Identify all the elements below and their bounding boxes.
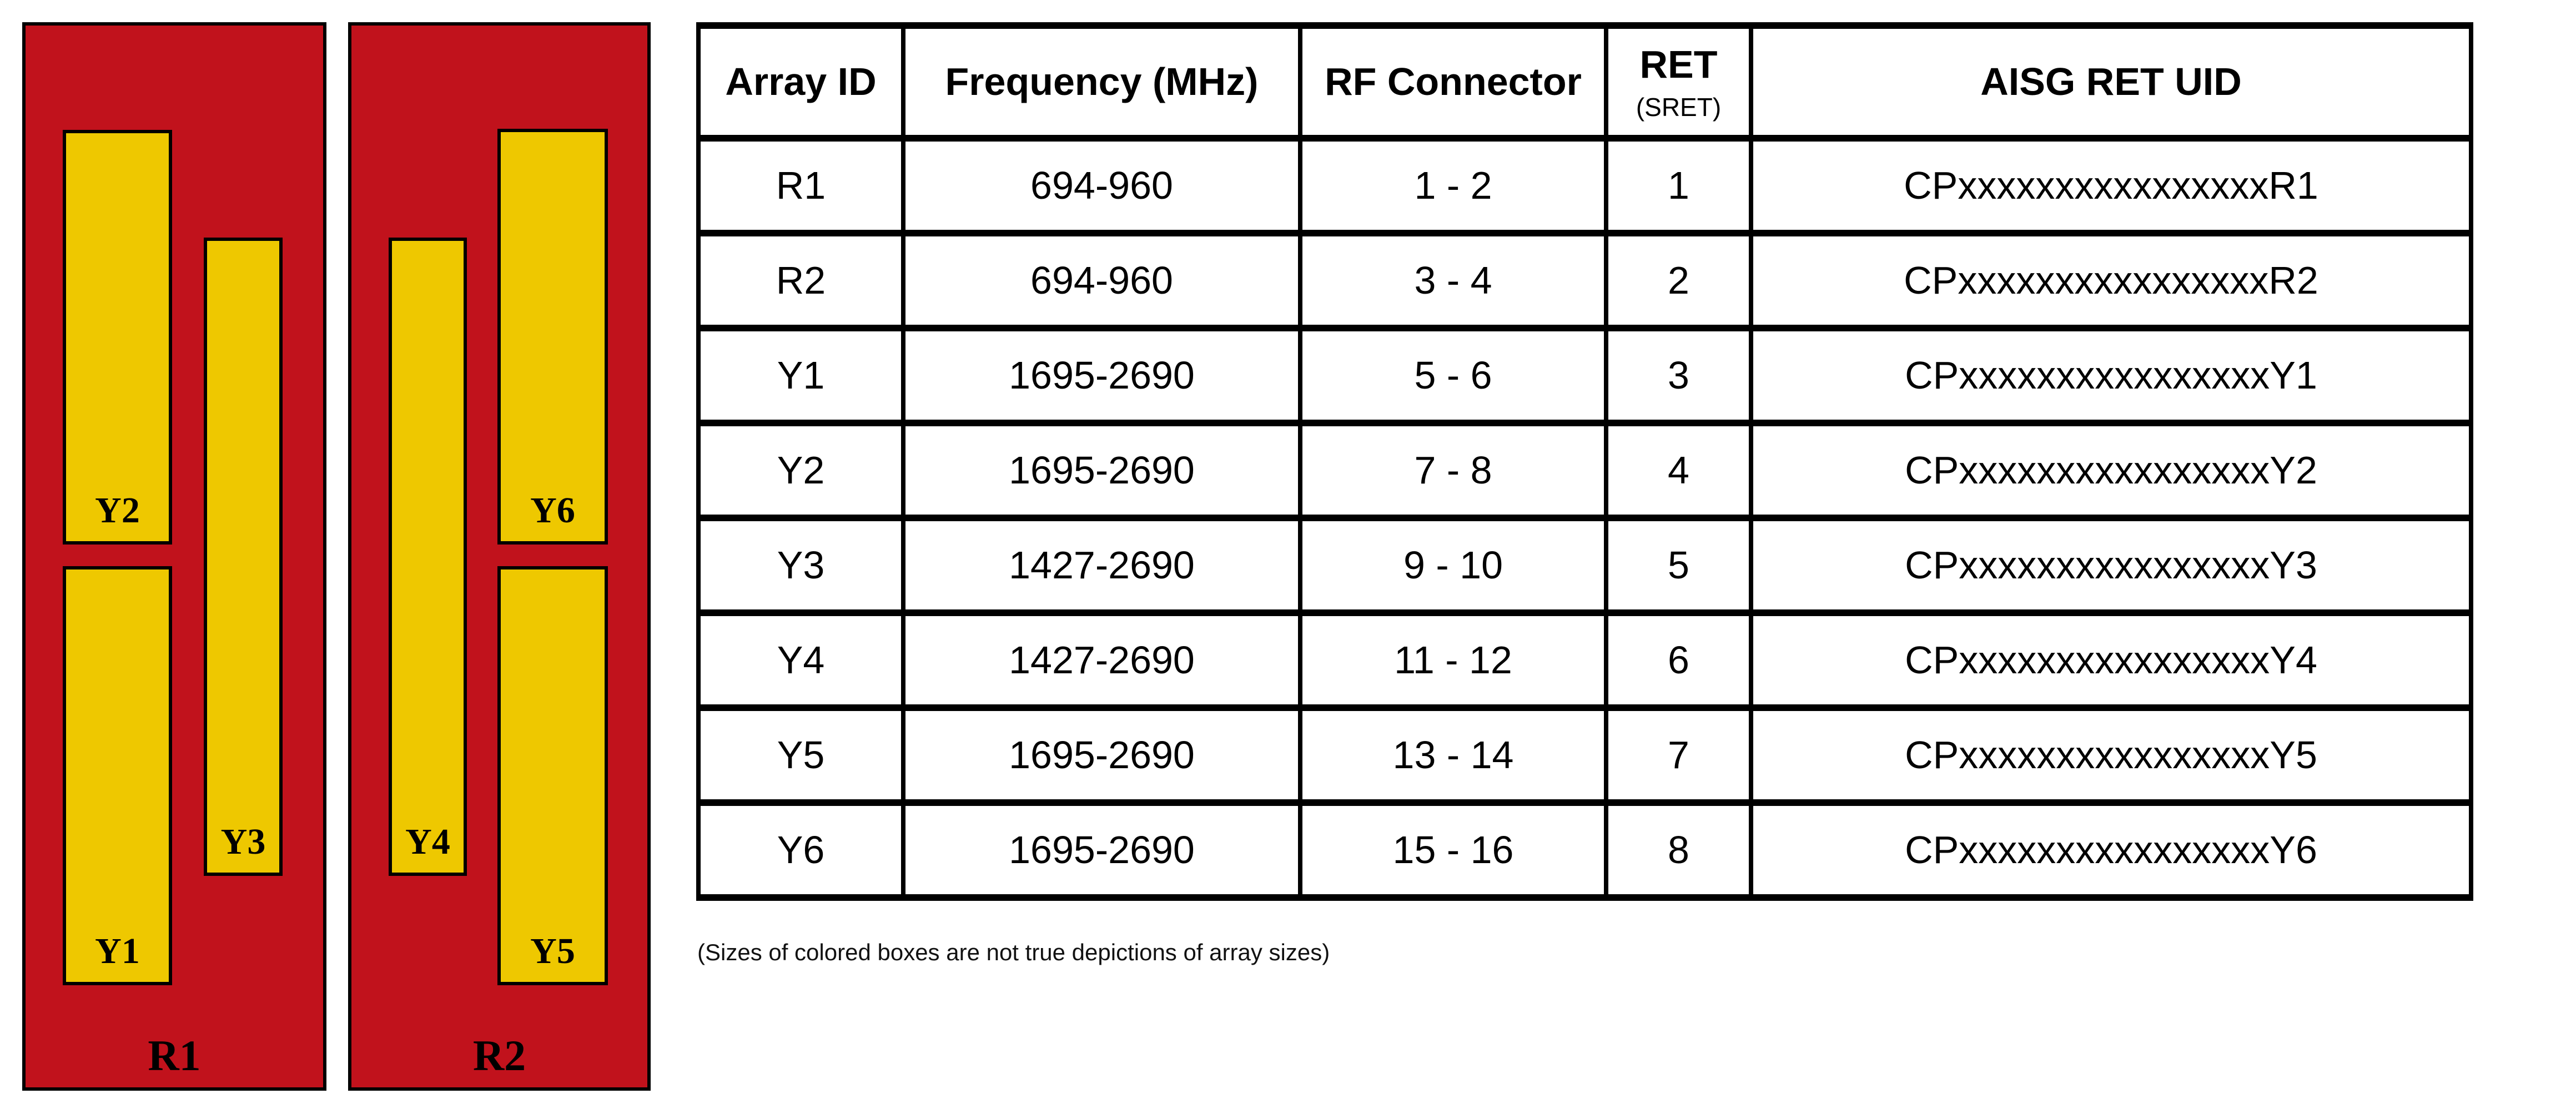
array-spec-table: Array ID Frequency (MHz) RF Connector RE… (696, 22, 2473, 901)
table-row: Y4 1427-2690 11 - 12 6 CPxxxxxxxxxxxxxxx… (696, 609, 2473, 711)
array-box-label: Y1 (95, 931, 140, 971)
rf-connector-cell: 11 - 12 (1298, 609, 1608, 711)
aisg-uid-cell: CPxxxxxxxxxxxxxxxxY4 (1749, 609, 2473, 711)
ret-cell: 2 (1604, 230, 1753, 331)
header-ret: RET (SRET) (1604, 22, 1753, 142)
frequency-cell: 1695-2690 (901, 799, 1302, 901)
antenna-panel-r1: Y2 Y1 Y3 R1 (22, 22, 326, 1091)
ret-cell: 5 (1604, 515, 1753, 616)
array-box-y4: Y4 (389, 238, 467, 876)
array-box-label: Y6 (530, 490, 575, 531)
aisg-uid-cell: CPxxxxxxxxxxxxxxxxR2 (1749, 230, 2473, 331)
table-row: R1 694-960 1 - 2 1 CPxxxxxxxxxxxxxxxxR1 (696, 135, 2473, 236)
rf-connector-cell: 7 - 8 (1298, 420, 1608, 521)
panel-label-r1: R1 (148, 1031, 201, 1080)
array-box-y1: Y1 (63, 566, 172, 985)
header-rf-connector: RF Connector (1298, 22, 1608, 142)
array-box-y6: Y6 (497, 129, 608, 545)
table-row: Y2 1695-2690 7 - 8 4 CPxxxxxxxxxxxxxxxxY… (696, 420, 2473, 521)
frequency-cell: 694-960 (901, 135, 1302, 236)
rf-connector-cell: 9 - 10 (1298, 515, 1608, 616)
array-id-cell: Y3 (696, 515, 905, 616)
frequency-cell: 694-960 (901, 230, 1302, 331)
table-row: Y5 1695-2690 13 - 14 7 CPxxxxxxxxxxxxxxx… (696, 704, 2473, 806)
rf-connector-cell: 3 - 4 (1298, 230, 1608, 331)
aisg-uid-cell: CPxxxxxxxxxxxxxxxxY3 (1749, 515, 2473, 616)
table-row: Y6 1695-2690 15 - 16 8 CPxxxxxxxxxxxxxxx… (696, 799, 2473, 901)
array-box-label: Y4 (405, 821, 450, 862)
table-row: Y3 1427-2690 9 - 10 5 CPxxxxxxxxxxxxxxxx… (696, 515, 2473, 616)
rf-connector-cell: 15 - 16 (1298, 799, 1608, 901)
array-box-label: Y2 (95, 490, 140, 531)
rf-connector-cell: 1 - 2 (1298, 135, 1608, 236)
table-header-row: Array ID Frequency (MHz) RF Connector RE… (696, 22, 2473, 142)
size-disclaimer-note: (Sizes of colored boxes are not true dep… (697, 939, 1330, 965)
array-box-y2: Y2 (63, 130, 172, 545)
frequency-cell: 1695-2690 (901, 420, 1302, 521)
aisg-uid-cell: CPxxxxxxxxxxxxxxxxR1 (1749, 135, 2473, 236)
frequency-cell: 1427-2690 (901, 515, 1302, 616)
ret-cell: 3 (1604, 325, 1753, 426)
panel-label-r2: R2 (472, 1031, 526, 1080)
frequency-cell: 1695-2690 (901, 325, 1302, 426)
array-box-label: Y5 (530, 931, 575, 971)
rf-connector-cell: 5 - 6 (1298, 325, 1608, 426)
table-row: R2 694-960 3 - 4 2 CPxxxxxxxxxxxxxxxxR2 (696, 230, 2473, 331)
ret-cell: 1 (1604, 135, 1753, 236)
ret-cell: 4 (1604, 420, 1753, 521)
aisg-uid-cell: CPxxxxxxxxxxxxxxxxY6 (1749, 799, 2473, 901)
array-id-cell: R1 (696, 135, 905, 236)
header-frequency: Frequency (MHz) (901, 22, 1302, 142)
array-id-cell: Y5 (696, 704, 905, 806)
ret-cell: 6 (1604, 609, 1753, 711)
antenna-panel-r2: Y4 Y6 Y5 R2 (348, 22, 651, 1091)
array-box-y3: Y3 (204, 238, 283, 876)
aisg-uid-cell: CPxxxxxxxxxxxxxxxxY1 (1749, 325, 2473, 426)
header-ret-main: RET (1639, 43, 1718, 86)
array-box-label: Y3 (220, 821, 266, 862)
header-array-id: Array ID (696, 22, 905, 142)
aisg-uid-cell: CPxxxxxxxxxxxxxxxxY5 (1749, 704, 2473, 806)
ret-cell: 7 (1604, 704, 1753, 806)
frequency-cell: 1695-2690 (901, 704, 1302, 806)
table-row: Y1 1695-2690 5 - 6 3 CPxxxxxxxxxxxxxxxxY… (696, 325, 2473, 426)
array-id-cell: Y1 (696, 325, 905, 426)
rf-connector-cell: 13 - 14 (1298, 704, 1608, 806)
frequency-cell: 1427-2690 (901, 609, 1302, 711)
array-id-cell: R2 (696, 230, 905, 331)
array-id-cell: Y2 (696, 420, 905, 521)
header-aisg-ret-uid: AISG RET UID (1749, 22, 2473, 142)
header-ret-sub: (SRET) (1636, 92, 1722, 122)
array-box-y5: Y5 (497, 566, 608, 985)
aisg-uid-cell: CPxxxxxxxxxxxxxxxxY2 (1749, 420, 2473, 521)
array-id-cell: Y4 (696, 609, 905, 711)
array-id-cell: Y6 (696, 799, 905, 901)
ret-cell: 8 (1604, 799, 1753, 901)
